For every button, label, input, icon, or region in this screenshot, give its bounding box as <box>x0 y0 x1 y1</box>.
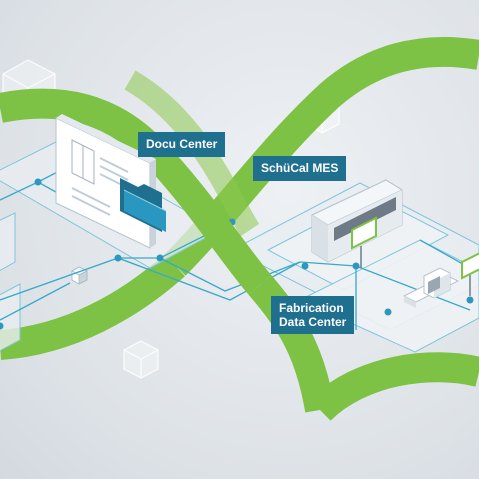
schucal-mes-label: SchüCal MES <box>253 156 347 181</box>
connection-nodes <box>0 178 474 330</box>
display-screen-icon <box>461 252 479 296</box>
docu-center-text: Docu Center <box>146 137 218 151</box>
display-screen-icon <box>351 216 377 268</box>
fabrication-text-line2: Data Center <box>279 315 347 329</box>
schucal-mes-text: SchüCal MES <box>261 161 339 175</box>
conveyor-machine-icon <box>402 267 460 308</box>
docu-center-label: Docu Center <box>138 132 226 157</box>
machine-unit-icon <box>310 179 404 263</box>
fabrication-text-line1: Fabrication <box>279 301 344 315</box>
fabrication-data-center-label: Fabrication Data Center <box>271 296 355 334</box>
cube-icon <box>123 340 159 379</box>
folder-icon <box>120 178 167 232</box>
infinity-loop-front <box>139 137 335 413</box>
